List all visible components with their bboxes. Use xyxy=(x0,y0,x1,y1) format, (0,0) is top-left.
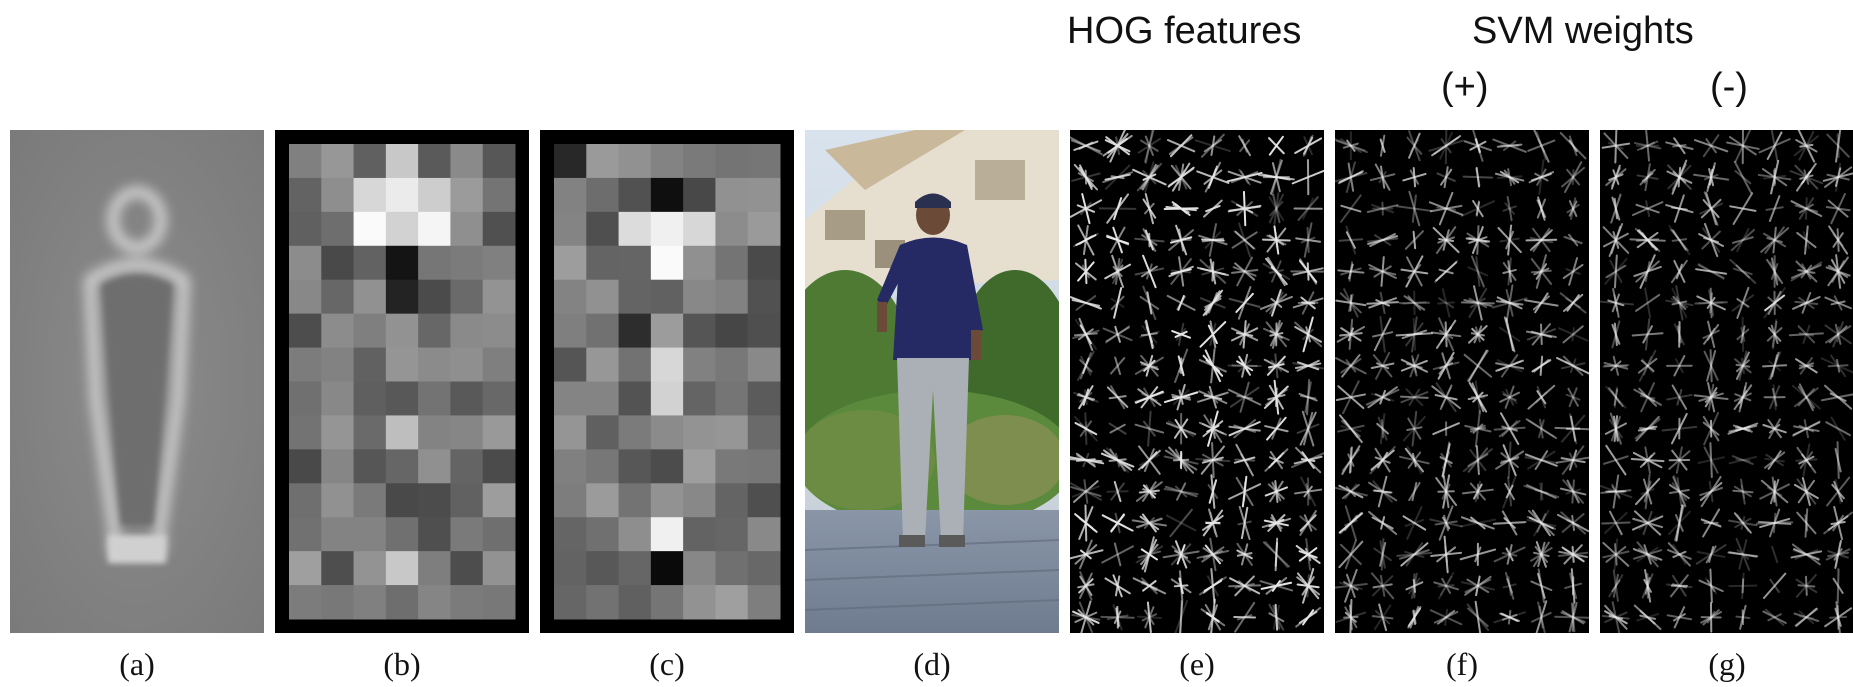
svm-negative-label: (-) xyxy=(1710,66,1748,108)
svm-positive-label: (+) xyxy=(1441,66,1489,108)
panel-e-hog xyxy=(1070,130,1324,633)
panel-d-photo xyxy=(805,130,1059,633)
panel-b-positive-blocks xyxy=(275,130,529,633)
panel-g-svm-negative xyxy=(1600,130,1853,633)
panel-c-negative-blocks xyxy=(540,130,794,633)
hog-features-header: HOG features xyxy=(1067,10,1302,52)
max-negative-weight-blocks xyxy=(540,130,794,633)
panel-f-svm-positive xyxy=(1335,130,1589,633)
caption-e: (e) xyxy=(1179,646,1215,682)
caption-b: (b) xyxy=(383,646,421,682)
caption-a: (a) xyxy=(119,646,155,682)
average-gradient-image xyxy=(10,130,264,633)
caption-g: (g) xyxy=(1708,646,1746,682)
svm-positive-weighted-hog xyxy=(1335,130,1589,633)
caption-f: (f) xyxy=(1446,646,1478,682)
max-positive-weight-blocks xyxy=(275,130,529,633)
caption-c: (c) xyxy=(649,646,685,682)
hog-features xyxy=(1070,130,1324,633)
svm-negative-weighted-hog xyxy=(1600,130,1853,633)
caption-d: (d) xyxy=(913,646,951,682)
svm-weights-header: SVM weights xyxy=(1472,10,1694,52)
test-photo-person xyxy=(805,130,1059,633)
panel-a-average-gradient xyxy=(10,130,264,633)
